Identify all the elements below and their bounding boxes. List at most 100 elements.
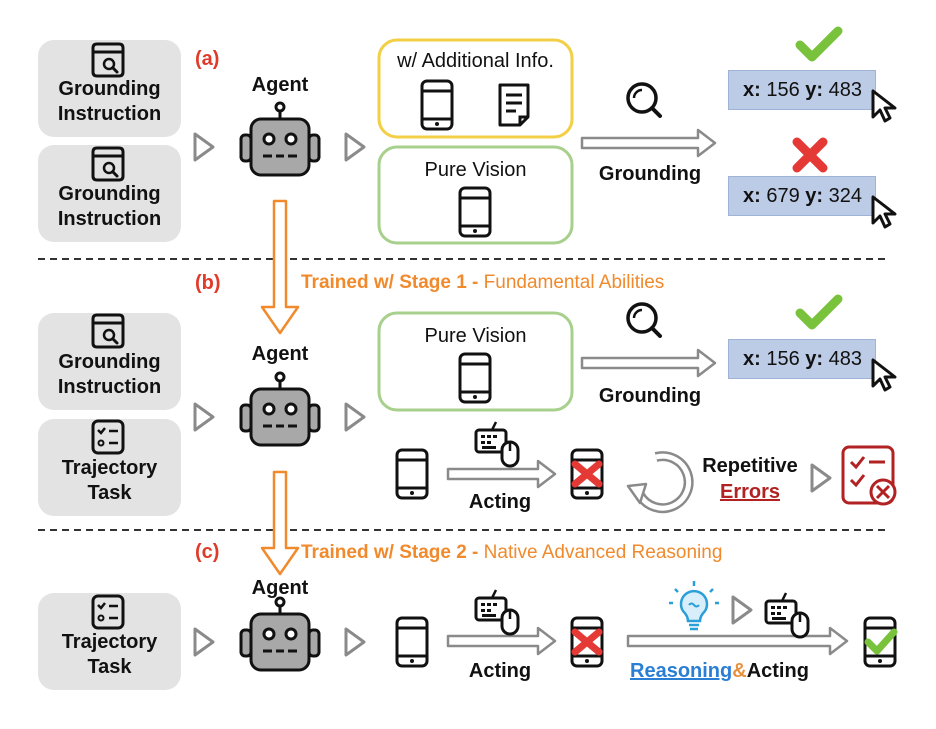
- section-label-b: (b): [195, 272, 221, 294]
- reasoning-acting-label: Reasoning&Acting: [630, 660, 840, 683]
- amp-text: &: [732, 660, 747, 682]
- trajectory-task-b: Trajectory Task: [38, 419, 181, 516]
- stage2-arrow: [260, 470, 300, 576]
- pure-vision-title-box-b: Pure Vision: [379, 313, 572, 347]
- check-icon: [800, 31, 838, 57]
- errors-label: Errors: [719, 481, 781, 503]
- robot-icon: [239, 371, 321, 447]
- acting-label-c: Acting: [468, 660, 532, 682]
- keyboard-mouse-icon: [474, 588, 520, 636]
- coord-y-label: y:: [805, 79, 824, 101]
- phone-success-icon: [865, 618, 895, 666]
- keyboard-mouse-icon: [474, 420, 520, 468]
- input-label-line2: Task: [87, 482, 132, 504]
- input-label-line2: Instruction: [57, 376, 162, 398]
- input-label-line1: Grounding: [58, 183, 161, 205]
- arrow-to-errors: [810, 463, 832, 493]
- robot-icon: [239, 101, 321, 177]
- input-box-trajectory-b: [38, 419, 181, 516]
- repetitive-label: Repetitive: [702, 455, 798, 477]
- phone-icon: [395, 616, 429, 668]
- coord-box-wrong-a: x: 679 y: 324: [728, 176, 876, 216]
- pure-vision-title: Pure Vision: [424, 325, 527, 347]
- coord-y-value: 324: [828, 185, 863, 207]
- coord-y-label: y:: [805, 185, 824, 207]
- coord-x-value: 679: [766, 185, 800, 207]
- coord-x-label: x:: [743, 185, 761, 207]
- phone-error-icon: [572, 618, 602, 666]
- cross-icon: [797, 142, 823, 168]
- cursor-icon: [871, 358, 897, 392]
- magnifier-icon: [626, 82, 662, 118]
- pure-vision-title-box-a: Pure Vision: [379, 147, 572, 181]
- grounding-arrow-a: [580, 128, 717, 158]
- stage2-label-bold: Trained w/ Stage 2 -: [301, 542, 479, 563]
- stage1-label-bold: Trained w/ Stage 1 -: [301, 272, 479, 293]
- stage2-label: Trained w/ Stage 2 - Native Advanced Rea…: [301, 542, 722, 564]
- grounding-instruction-a2: Grounding Instruction: [38, 145, 181, 242]
- lightbulb-icon: [667, 579, 721, 631]
- acting-arrow-b: [446, 459, 557, 489]
- error-checklist-icon: [841, 445, 897, 506]
- pure-vision-title: Pure Vision: [424, 159, 527, 181]
- arrow-input-agent-c: [193, 627, 215, 657]
- cursor-icon: [871, 89, 897, 123]
- input-box-grounding-a2: [38, 145, 181, 242]
- keyboard-mouse-icon: [764, 591, 810, 639]
- input-label-line2: Instruction: [57, 208, 162, 230]
- coord-x-label: x:: [743, 348, 761, 370]
- arrow-input-agent-b: [193, 402, 215, 432]
- document-icon: [498, 83, 530, 127]
- stage1-arrow: [260, 199, 300, 335]
- coord-box-correct-b: x: 156 y: 483: [728, 339, 876, 379]
- reasoning-acting-arrow: [626, 626, 849, 656]
- section-label-c: (c): [195, 541, 220, 563]
- arrow-input-agent-a: [193, 132, 215, 162]
- phone-icon: [420, 79, 454, 131]
- additional-info-title: w/ Additional Info.: [397, 50, 554, 72]
- grounding-arrow-b: [580, 348, 717, 378]
- check-icon: [800, 299, 838, 325]
- phone-icon: [458, 186, 492, 238]
- grounding-instruction-a1: Grounding Instruction: [38, 40, 181, 137]
- input-label-line1: Trajectory: [61, 457, 158, 479]
- input-label-line1: Grounding: [58, 351, 161, 373]
- input-label-line1: Grounding: [58, 78, 161, 100]
- arrow-agent-phone-c: [344, 627, 366, 657]
- input-box-grounding-a1: [38, 40, 181, 137]
- coord-y-value: 483: [828, 79, 863, 101]
- magnifier-icon: [626, 302, 662, 338]
- acting-arrow-c: [446, 626, 557, 656]
- phone-icon: [458, 352, 492, 404]
- stage2-label-rest: Native Advanced Reasoning: [478, 542, 723, 563]
- section-label-a: (a): [195, 48, 220, 70]
- coord-box-correct-a: x: 156 y: 483: [728, 70, 876, 110]
- coord-x-value: 156: [766, 348, 800, 370]
- trajectory-task-c: Trajectory Task: [38, 593, 181, 690]
- robot-icon: [239, 596, 321, 672]
- agent-label-a: Agent: [251, 74, 309, 96]
- coord-y-label: y:: [805, 348, 824, 370]
- input-label-line1: Trajectory: [61, 631, 158, 653]
- grounding-label-b: Grounding: [598, 385, 702, 407]
- reasoning-text: Reasoning: [630, 660, 733, 682]
- acting-text: Acting: [746, 660, 809, 682]
- agent-label-b: Agent: [251, 343, 309, 365]
- grounding-instruction-b: Grounding Instruction: [38, 313, 181, 410]
- additional-info-title-box: w/ Additional Info.: [379, 40, 572, 72]
- arrow-bulb-keyboard: [731, 595, 753, 625]
- coord-x-label: x:: [743, 79, 761, 101]
- cursor-icon: [871, 195, 897, 229]
- arrow-agent-panel-b: [344, 402, 366, 432]
- stage1-label-rest: Fundamental Abilities: [478, 272, 665, 293]
- grounding-label-a: Grounding: [598, 163, 702, 185]
- phone-icon: [395, 448, 429, 500]
- input-label-line2: Task: [87, 656, 132, 678]
- input-box-trajectory-c: [38, 593, 181, 690]
- agent-label-c: Agent: [251, 577, 309, 599]
- coord-x-value: 156: [766, 79, 800, 101]
- acting-label-b: Acting: [468, 491, 532, 513]
- input-label-line2: Instruction: [57, 103, 162, 125]
- stage1-label: Trained w/ Stage 1 - Fundamental Abiliti…: [301, 272, 664, 294]
